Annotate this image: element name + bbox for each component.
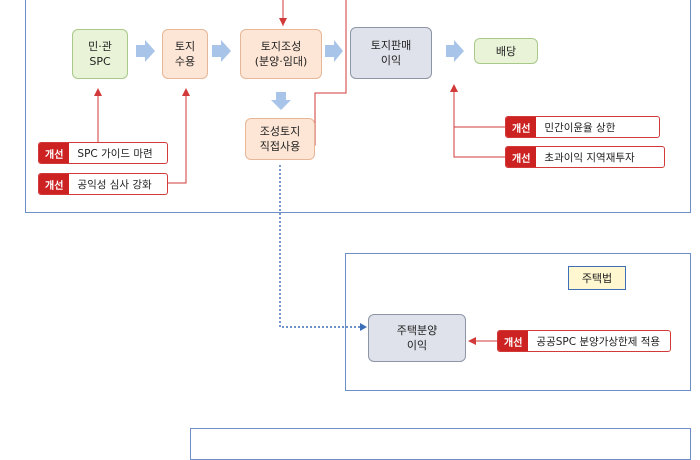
flow-arrows xyxy=(136,40,464,110)
note-private-profit-cap: 개선 민간이윤율 상한 xyxy=(505,116,660,138)
note-price-cap-application: 개선 공공SPC 분양가상한제 적용 xyxy=(497,330,671,352)
arrow-development-to-direct-use xyxy=(271,92,291,110)
note-public-interest-review: 개선 공익성 심사 강화 xyxy=(38,173,168,195)
dotted-arrowhead xyxy=(360,323,367,331)
note-text: 공공SPC 분양가상한제 적용 xyxy=(536,335,661,348)
node-direct-use: 조성토지 직접사용 xyxy=(245,118,315,160)
note-text: SPC 가이드 마련 xyxy=(77,147,153,160)
red-arrowheads xyxy=(94,18,458,96)
note-excess-profit-reinvestment: 개선 초과이익 지역재투자 xyxy=(505,146,665,168)
note-text: 공익성 심사 강화 xyxy=(77,178,152,191)
node-spc: 민·관 SPC xyxy=(72,29,128,79)
arrow-acquisition-to-development xyxy=(212,40,231,62)
improvement-badge: 개선 xyxy=(39,143,70,163)
dotted-connector xyxy=(279,165,360,328)
housing-law-label: 주택법 xyxy=(568,266,626,290)
note-text: 민간이윤율 상한 xyxy=(544,121,616,134)
node-land-acquisition: 토지 수용 xyxy=(162,29,208,79)
connectors xyxy=(94,0,505,345)
improvement-badge: 개선 xyxy=(506,117,537,137)
improvement-badge: 개선 xyxy=(506,147,537,167)
note-spc-guide: 개선 SPC 가이드 마련 xyxy=(38,142,168,164)
arrow-spc-to-acquisition xyxy=(136,40,155,62)
housing-note-arrowhead xyxy=(468,337,476,345)
arrow-profit-to-dividend xyxy=(446,40,464,62)
node-housing-sale-profit: 주택분양 이익 xyxy=(368,314,466,362)
arrow-development-to-profit xyxy=(325,40,343,62)
node-dividend: 배당 xyxy=(474,38,538,64)
node-land-development: 토지조성 (분양·임대) xyxy=(240,29,322,79)
note-text: 초과이익 지역재투자 xyxy=(544,151,635,164)
improvement-badge: 개선 xyxy=(498,331,529,351)
improvement-badge: 개선 xyxy=(39,174,70,194)
node-land-sale-profit: 토지판매 이익 xyxy=(350,27,432,79)
